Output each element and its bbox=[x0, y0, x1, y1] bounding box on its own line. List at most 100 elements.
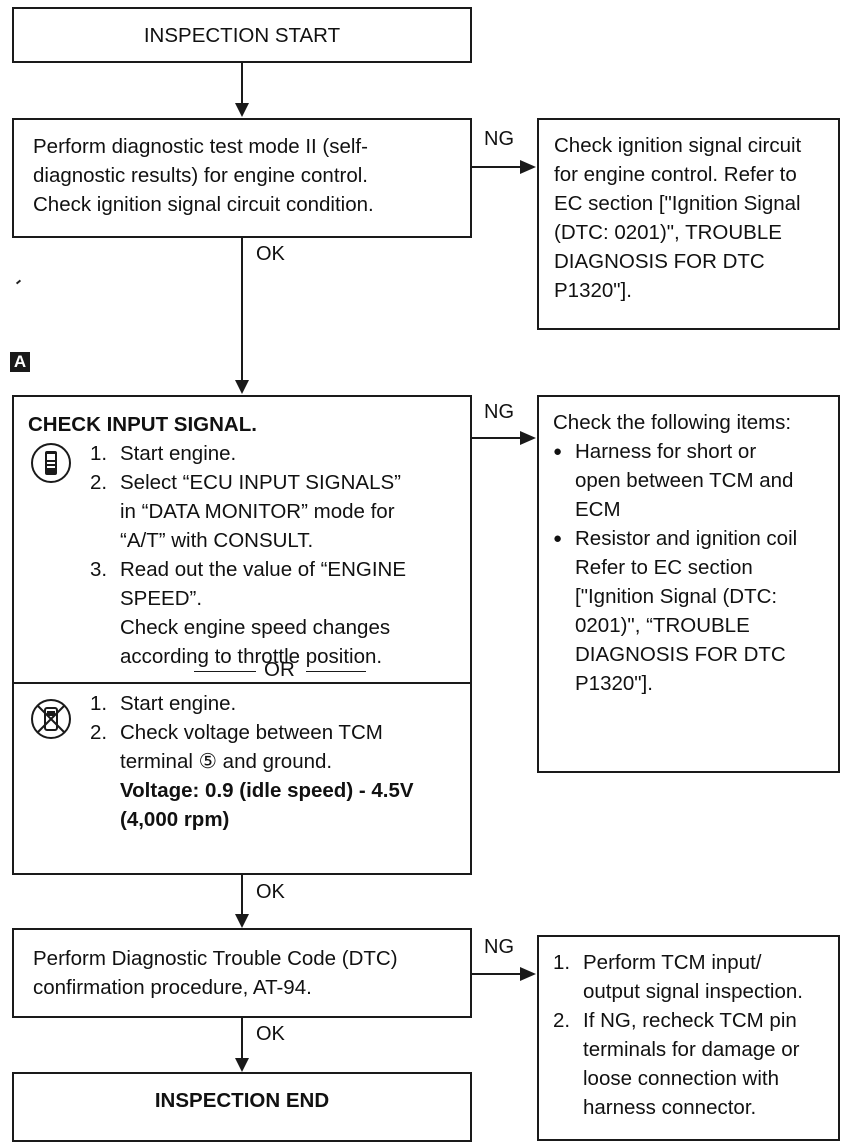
step1-box: Perform diagnostic test mode II (self- d… bbox=[12, 118, 472, 238]
ng-line: for engine control. Refer to bbox=[554, 163, 797, 186]
marker-a: A bbox=[10, 352, 30, 372]
ng-step: 2. If NG, recheck TCM pin terminals for … bbox=[553, 1006, 839, 1122]
step-line: loose connection with bbox=[583, 1067, 780, 1090]
inspection-start-box: INSPECTION START bbox=[12, 7, 472, 63]
voltage-spec: (4,000 rpm) bbox=[120, 808, 230, 831]
arrow-right-icon bbox=[520, 967, 536, 981]
consult-step: 1. Start engine. bbox=[90, 439, 470, 468]
step-line: Select “ECU INPUT SIGNALS” bbox=[120, 471, 401, 494]
step-line: harness connector. bbox=[583, 1096, 757, 1119]
ng-line: (DTC: 0201)", TROUBLE bbox=[554, 221, 782, 244]
step-number: 2. bbox=[90, 471, 108, 494]
step3-box: Perform Diagnostic Trouble Code (DTC) co… bbox=[12, 928, 472, 1018]
step1-line: Check ignition signal circuit condition. bbox=[33, 193, 374, 216]
step3-text: Perform Diagnostic Trouble Code (DTC) co… bbox=[33, 944, 398, 1002]
connector-line bbox=[472, 437, 522, 439]
step-line: terminals for damage or bbox=[583, 1038, 800, 1061]
or-label: OR bbox=[264, 658, 295, 681]
consult-step: 3. Read out the value of “ENGINE SPEED”.… bbox=[90, 555, 470, 671]
ng-step: 1. Perform TCM input/ output signal insp… bbox=[553, 948, 839, 1006]
ng-title: Check the following items: bbox=[553, 411, 792, 434]
step-number: 2. bbox=[553, 1009, 571, 1032]
step2-title: CHECK INPUT SIGNAL. bbox=[28, 413, 257, 436]
ng-line: 0201)", “TROUBLE bbox=[575, 614, 750, 637]
inspection-end-label: INSPECTION END bbox=[154, 1089, 330, 1112]
ng-bullet-item: Resistor and ignition coil Refer to EC s… bbox=[553, 524, 837, 698]
step1-ng-text: Check ignition signal circuit for engine… bbox=[554, 131, 801, 305]
manual-steps: 1. Start engine. 2. Check voltage betwee… bbox=[90, 689, 470, 834]
connector-line bbox=[241, 63, 243, 104]
step-line: according to throttle position. bbox=[120, 645, 383, 668]
consult-tester-icon bbox=[31, 443, 71, 483]
stray-mark bbox=[15, 279, 22, 285]
connector-line bbox=[472, 166, 522, 168]
ng-line: P1320"]. bbox=[554, 279, 632, 302]
step3-ng-box: 1. Perform TCM input/ output signal insp… bbox=[537, 935, 840, 1141]
ng-line: DIAGNOSIS FOR DTC bbox=[554, 250, 765, 273]
step-number: 1. bbox=[553, 951, 571, 974]
ng-line: Refer to EC section bbox=[575, 556, 753, 579]
step1-line: Perform diagnostic test mode II (self- bbox=[33, 135, 368, 158]
ng-line: P1320"]. bbox=[575, 672, 653, 695]
ng-bullet-item: Harness for short or open between TCM an… bbox=[553, 437, 837, 524]
step3-ng-text: 1. Perform TCM input/ output signal insp… bbox=[553, 948, 839, 1122]
arrow-right-icon bbox=[520, 431, 536, 445]
ng-line: Harness for short or bbox=[575, 440, 757, 463]
step1-ok-label: OK bbox=[256, 243, 285, 265]
step-line: SPEED”. bbox=[120, 587, 203, 610]
inspection-start-label: INSPECTION START bbox=[143, 24, 341, 47]
arrow-down-icon bbox=[235, 914, 249, 928]
arrow-down-icon bbox=[235, 103, 249, 117]
consult-tester-icon-graphic bbox=[45, 451, 57, 475]
section-divider bbox=[14, 682, 470, 684]
step3-ng-label: NG bbox=[484, 936, 514, 958]
ng-line: ECM bbox=[575, 498, 621, 521]
step1-ng-label: NG bbox=[484, 128, 514, 150]
manual-step: 1. Start engine. bbox=[90, 689, 470, 718]
ng-line: DIAGNOSIS FOR DTC bbox=[575, 643, 786, 666]
step-line: Check engine speed changes bbox=[120, 616, 391, 639]
connector-line bbox=[241, 238, 243, 381]
step2-ng-label: NG bbox=[484, 401, 514, 423]
step1-ng-box: Check ignition signal circuit for engine… bbox=[537, 118, 840, 330]
step3-ok-label: OK bbox=[256, 1023, 285, 1045]
ng-line: Resistor and ignition coil bbox=[575, 527, 798, 550]
step2-ng-box: Check the following items: Harness for s… bbox=[537, 395, 840, 773]
consult-step: 2. Select “ECU INPUT SIGNALS” in “DATA M… bbox=[90, 468, 470, 555]
or-divider-left bbox=[194, 671, 256, 672]
step-number: 1. bbox=[90, 692, 108, 715]
connector-line bbox=[241, 875, 243, 915]
step1-line: diagnostic results) for engine control. bbox=[33, 164, 369, 187]
step1-text: Perform diagnostic test mode II (self- d… bbox=[33, 132, 374, 219]
step-line: terminal ⑤ and ground. bbox=[120, 750, 333, 773]
ng-line: EC section ["Ignition Signal bbox=[554, 192, 801, 215]
step-line: Check voltage between TCM bbox=[120, 721, 383, 744]
ng-line: ["Ignition Signal (DTC: bbox=[575, 585, 778, 608]
step-line: in “DATA MONITOR” mode for bbox=[120, 500, 395, 523]
step-line: Read out the value of “ENGINE bbox=[120, 558, 407, 581]
step2-box: CHECK INPUT SIGNAL. 1. Start engine. 2. … bbox=[12, 395, 472, 875]
step-line: “A/T” with CONSULT. bbox=[120, 529, 314, 552]
connector-line bbox=[241, 1018, 243, 1059]
voltage-spec: Voltage: 0.9 (idle speed) - 4.5V bbox=[120, 779, 414, 802]
connector-line bbox=[472, 973, 522, 975]
inspection-end-box: INSPECTION END bbox=[12, 1072, 472, 1142]
step2-ok-label: OK bbox=[256, 881, 285, 903]
marker-a-label: A bbox=[13, 352, 27, 371]
step-line: output signal inspection. bbox=[583, 980, 803, 1003]
ng-line: Check ignition signal circuit bbox=[554, 134, 802, 157]
consult-steps: 1. Start engine. 2. Select “ECU INPUT SI… bbox=[90, 439, 470, 671]
step-line: If NG, recheck TCM pin bbox=[583, 1009, 797, 1032]
step-number: 1. bbox=[90, 442, 108, 465]
step3-line: Perform Diagnostic Trouble Code (DTC) bbox=[33, 947, 398, 970]
step-number: 2. bbox=[90, 721, 108, 744]
step-line: Perform TCM input/ bbox=[583, 951, 762, 974]
or-divider-right bbox=[306, 671, 366, 672]
step3-line: confirmation procedure, AT-94. bbox=[33, 976, 312, 999]
arrow-down-icon bbox=[235, 1058, 249, 1072]
arrow-down-icon bbox=[235, 380, 249, 394]
arrow-right-icon bbox=[520, 160, 536, 174]
ng-line: open between TCM and bbox=[575, 469, 794, 492]
step-line: Start engine. bbox=[120, 442, 237, 465]
no-consult-icon-graphic bbox=[37, 705, 65, 733]
